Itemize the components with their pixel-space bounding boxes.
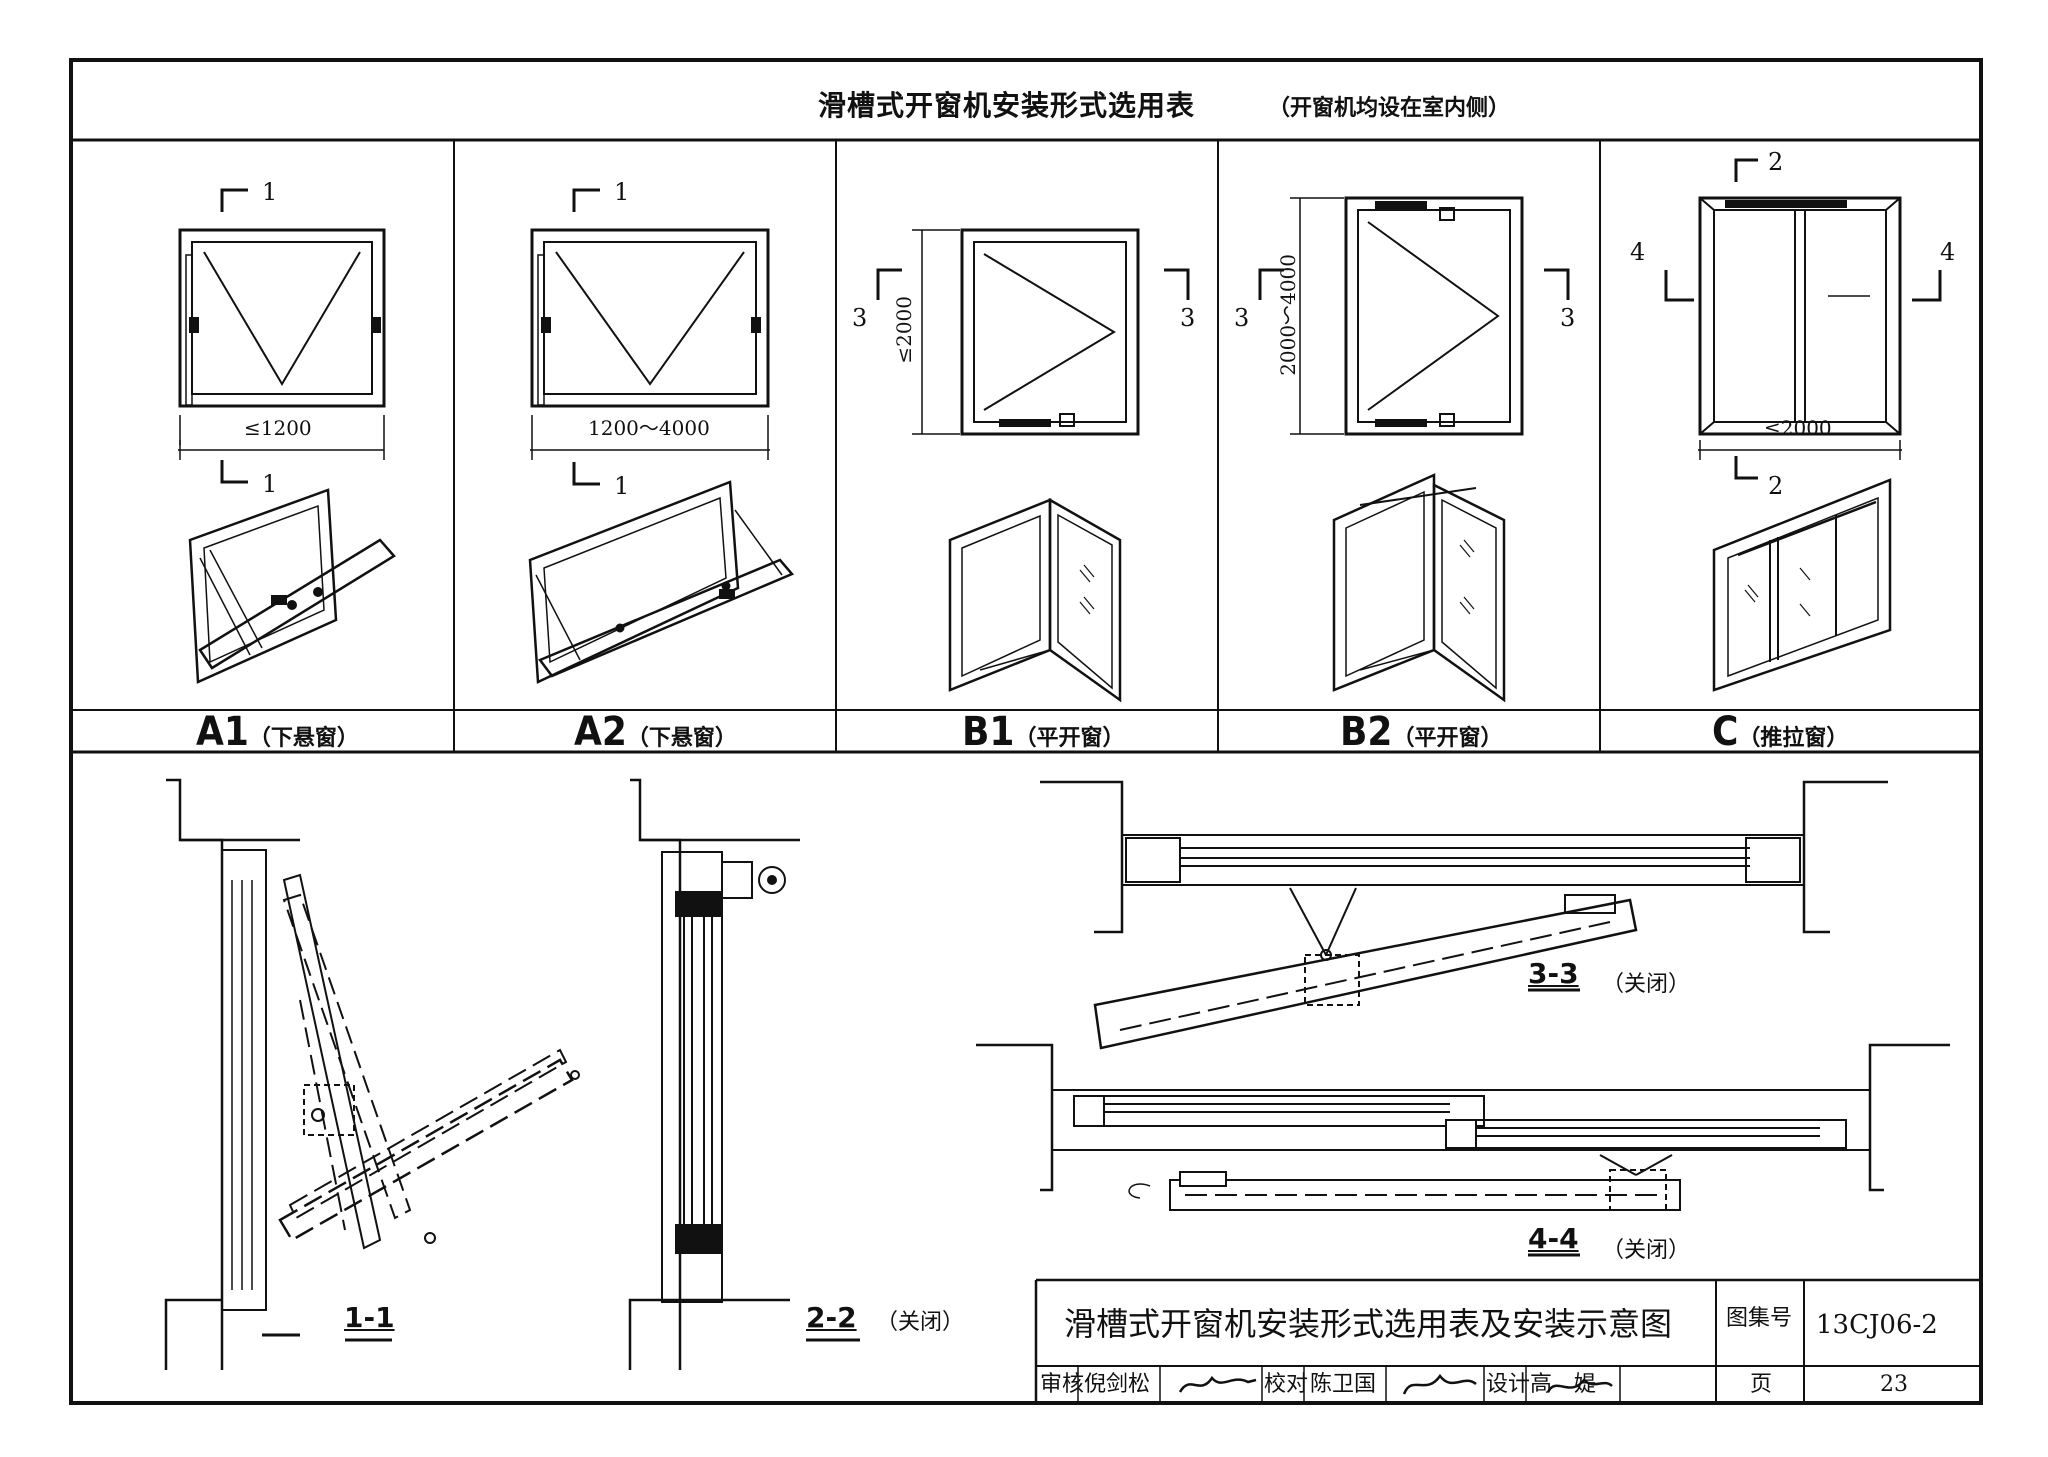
page-number: 23 [1880,1372,1908,1397]
section-4-4-state: （关闭） [1602,1238,1691,1263]
atlas-label: 图集号 [1726,1306,1793,1331]
section-4-4-label: 4-4 [1528,1222,1579,1255]
checker-name: 陈卫国 [1310,1372,1377,1397]
b2-elevation [1258,196,1570,436]
review-label: 审核 [1040,1372,1085,1397]
c-section-mark-bottom: 2 [1768,472,1784,500]
a1-type: （下悬窗） [248,726,359,751]
c-section-mark-top: 2 [1768,148,1784,176]
c-type: （推拉窗） [1738,726,1849,751]
b2-dimension: 2000～4000 [1276,254,1300,376]
b1-section-mark-right: 3 [1180,304,1196,332]
atlas-number: 13CJ06-2 [1816,1310,1938,1340]
a2-code: A2 [574,709,627,755]
designer-name: 高 媞 [1530,1372,1597,1397]
a2-label: A2（下悬窗） [574,712,737,752]
drawing-title: 滑槽式开窗机安装形式选用表及安装示意图 [1064,1305,1673,1343]
section-3-3-state: （关闭） [1602,972,1691,997]
b1-label: B1（平开窗） [962,712,1124,752]
c-label: C（推拉窗） [1712,712,1848,752]
a1-elevation [178,188,386,484]
b1-elevation [876,228,1190,436]
section-2-2-label: 2-2 [806,1301,857,1334]
b1-perspective [948,497,1122,703]
check-label: 校对 [1264,1372,1309,1397]
a1-dimension: ≤1200 [244,416,312,440]
c-code: C [1712,709,1739,755]
table-note: （开窗机均设在室内侧） [1268,96,1511,121]
section-3-3 [1040,780,1888,1050]
b1-code: B1 [962,709,1015,755]
section-2-2-state: （关闭） [876,1310,965,1335]
a2-dimension: 1200～4000 [588,416,710,440]
c-section-mark-right: 4 [1940,238,1956,266]
a2-section-mark-bottom: 1 [614,472,630,500]
sheet-border [69,58,1983,1405]
signature-marks [1178,1373,1613,1395]
section-2-2 [628,778,800,1370]
c-section-mark-left: 4 [1630,238,1646,266]
c-dimension: ≤2000 [1764,416,1832,440]
b2-section-mark-right: 3 [1560,304,1576,332]
a1-section-mark-bottom: 1 [262,470,278,498]
c-perspective [1712,478,1892,692]
a2-perspective [528,480,795,684]
a2-elevation [530,188,770,486]
section-1-1-label: 1-1 [344,1301,395,1334]
design-label: 设计 [1486,1372,1531,1397]
section-3-3-label: 3-3 [1528,957,1579,990]
a1-label: A1（下悬窗） [196,712,359,752]
reviewer-name: 倪剑松 [1084,1372,1151,1397]
section-4-4 [976,1043,1950,1257]
b1-dimension: ≤2000 [892,296,916,364]
b2-label: B2（平开窗） [1340,712,1502,752]
table-title: 滑槽式开窗机安装形式选用表 [818,89,1196,122]
c-elevation [1664,158,1942,480]
section-1-1 [164,778,580,1370]
b2-section-mark-left: 3 [1234,304,1250,332]
b2-type: （平开窗） [1392,726,1503,751]
b1-type: （平开窗） [1014,726,1125,751]
a2-type: （下悬窗） [626,726,737,751]
b2-code: B2 [1340,709,1393,755]
a1-code: A1 [196,709,249,755]
b1-section-mark-left: 3 [852,304,868,332]
b2-perspective [1332,473,1506,703]
title-block-lines [1034,1278,1981,1403]
a1-perspective [188,488,396,684]
page-label: 页 [1750,1372,1773,1397]
a1-section-mark-top: 1 [262,178,278,206]
a2-section-mark-top: 1 [614,178,630,206]
